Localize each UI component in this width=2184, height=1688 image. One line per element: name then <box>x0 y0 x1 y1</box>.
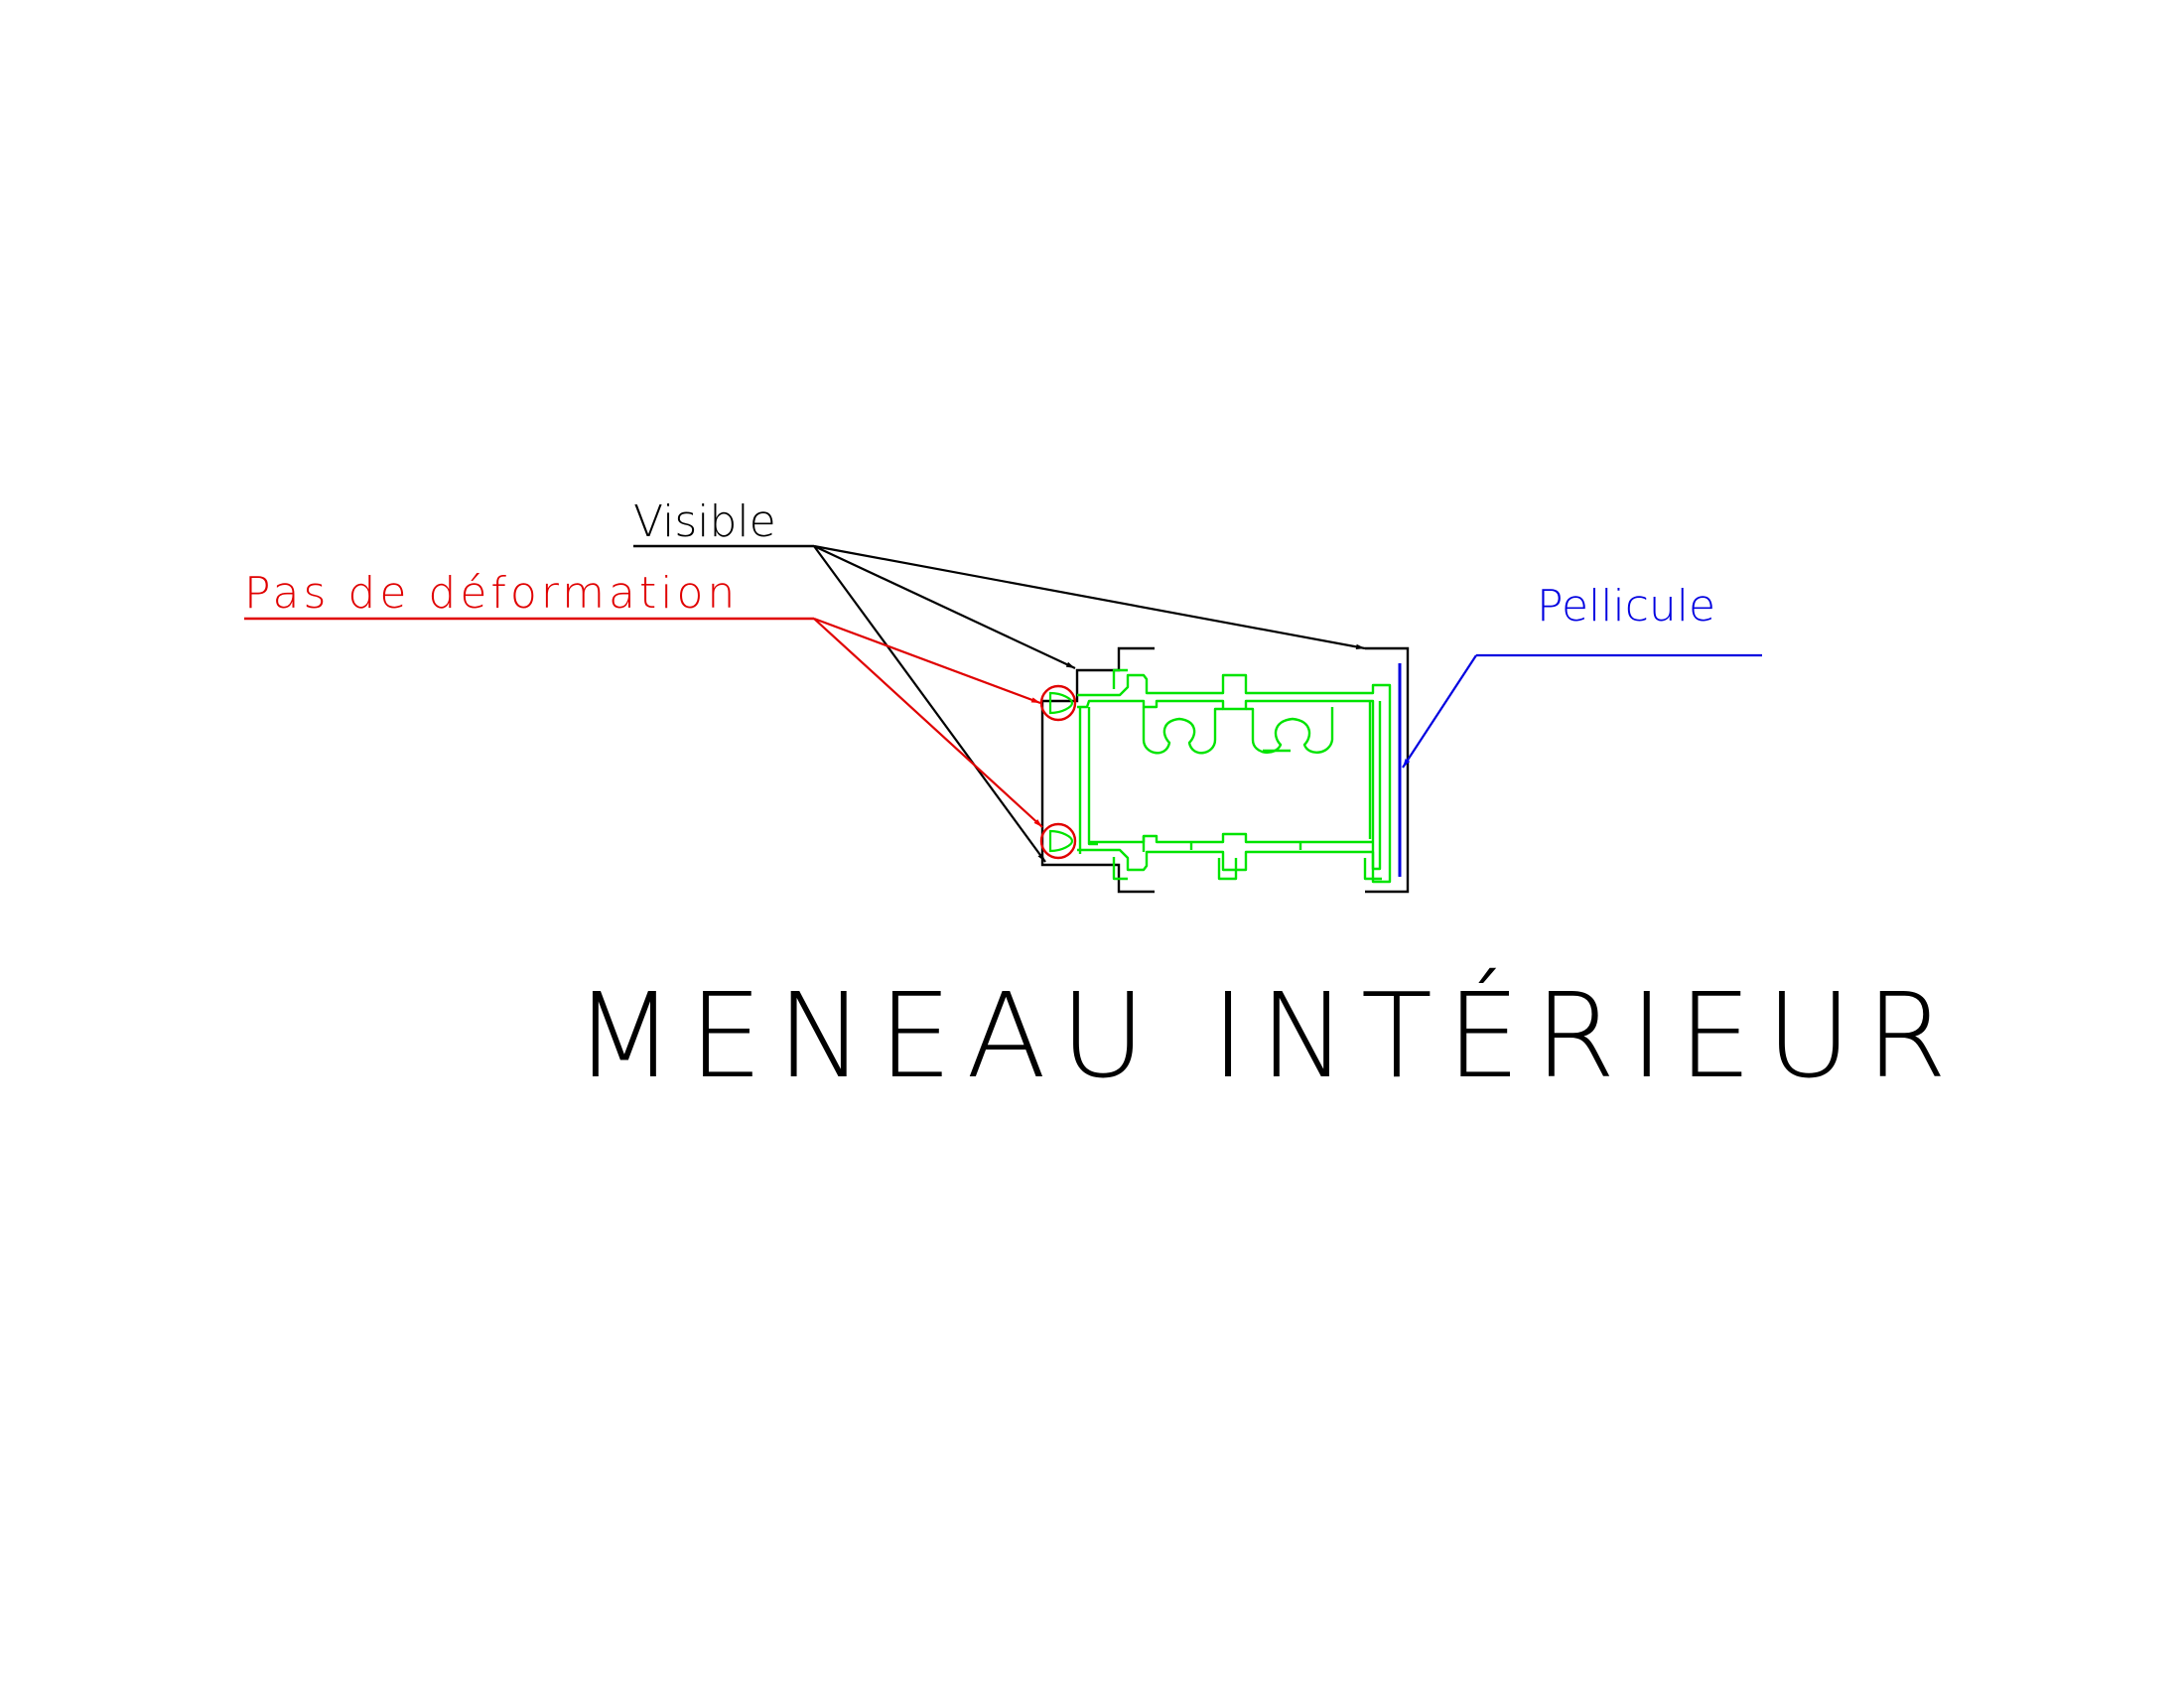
pellicule-leader <box>1402 653 1762 769</box>
drawing-title: MENEAU INTÉRIEUR <box>574 967 1961 1104</box>
mullion-profile <box>1077 668 1392 884</box>
deformation-leaders <box>813 617 1043 828</box>
visible-leaders <box>813 544 1366 863</box>
label-pas-de-deformation: Pas de déformation <box>244 568 739 619</box>
deformation-circle-bottom <box>1039 822 1077 860</box>
deformation-circle-top <box>1039 684 1077 722</box>
outer-bracket-outline <box>1040 646 1410 894</box>
label-visible: Visible <box>633 496 776 547</box>
deformation-circles <box>1039 684 1077 860</box>
label-pellicule: Pellicule <box>1537 581 1715 632</box>
gasket-shapes <box>1048 691 1074 853</box>
